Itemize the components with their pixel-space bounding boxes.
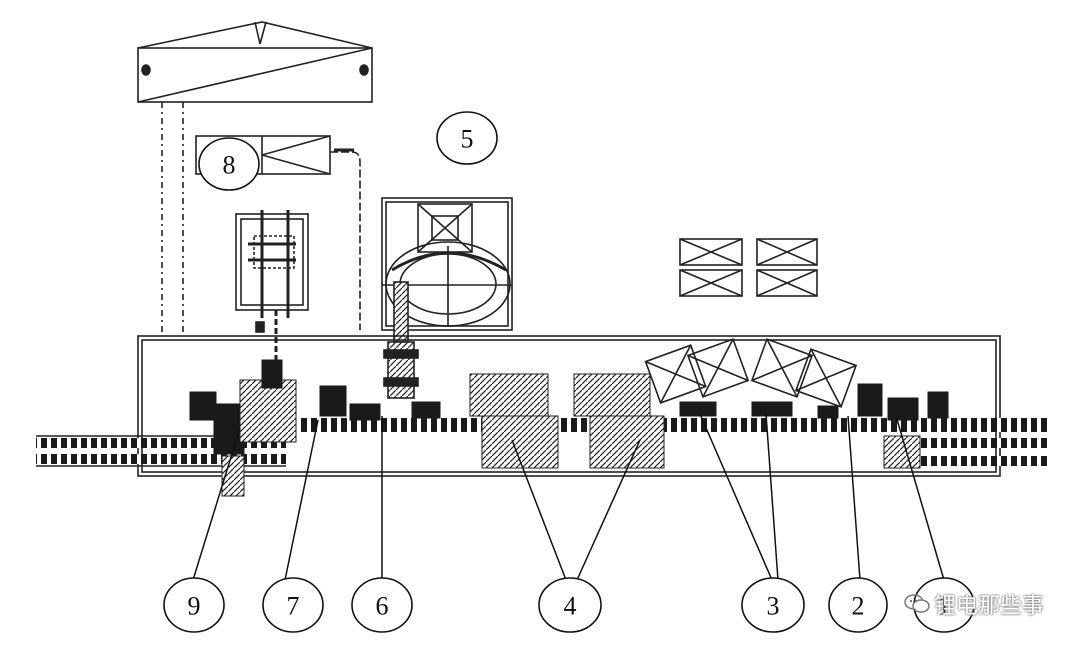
main-frame — [137, 335, 1001, 477]
callout-label-8: 8 — [223, 151, 236, 180]
callout-circle-6 — [351, 577, 413, 633]
wechat-icon — [904, 594, 930, 613]
callout-circle-5 — [436, 111, 498, 165]
tilted-boxes — [644, 338, 858, 408]
machine-blocks — [189, 359, 949, 497]
callout-label-1: 1 — [938, 592, 951, 621]
leader-lines — [192, 413, 945, 581]
watermark-text: 锂电那些事 — [933, 594, 1044, 619]
callout-label-5: 5 — [461, 125, 474, 154]
gantry-frame — [235, 210, 309, 360]
callout-circle-7 — [262, 577, 324, 633]
callout-circle-3 — [741, 577, 805, 633]
callout-label-9: 9 — [188, 592, 201, 621]
callout-label-6: 6 — [376, 592, 389, 621]
callout-label-2: 2 — [852, 592, 865, 621]
rotary-column — [383, 281, 419, 399]
callout-circle-8 — [198, 137, 260, 191]
callout-circle-9 — [163, 577, 225, 633]
hopper-ducts — [161, 102, 184, 336]
callout-label-3: 3 — [767, 592, 780, 621]
callout-label-4: 4 — [564, 592, 577, 621]
storage-boxes — [679, 238, 818, 297]
watermark: 锂电那些事 — [904, 588, 1044, 620]
unit-8-box — [195, 135, 331, 175]
callout-circle-2 — [828, 577, 888, 633]
unit-8-pipe — [330, 148, 361, 330]
callout-circle-4 — [538, 577, 602, 633]
top-hopper — [137, 21, 373, 103]
callout-label-7: 7 — [287, 592, 300, 621]
